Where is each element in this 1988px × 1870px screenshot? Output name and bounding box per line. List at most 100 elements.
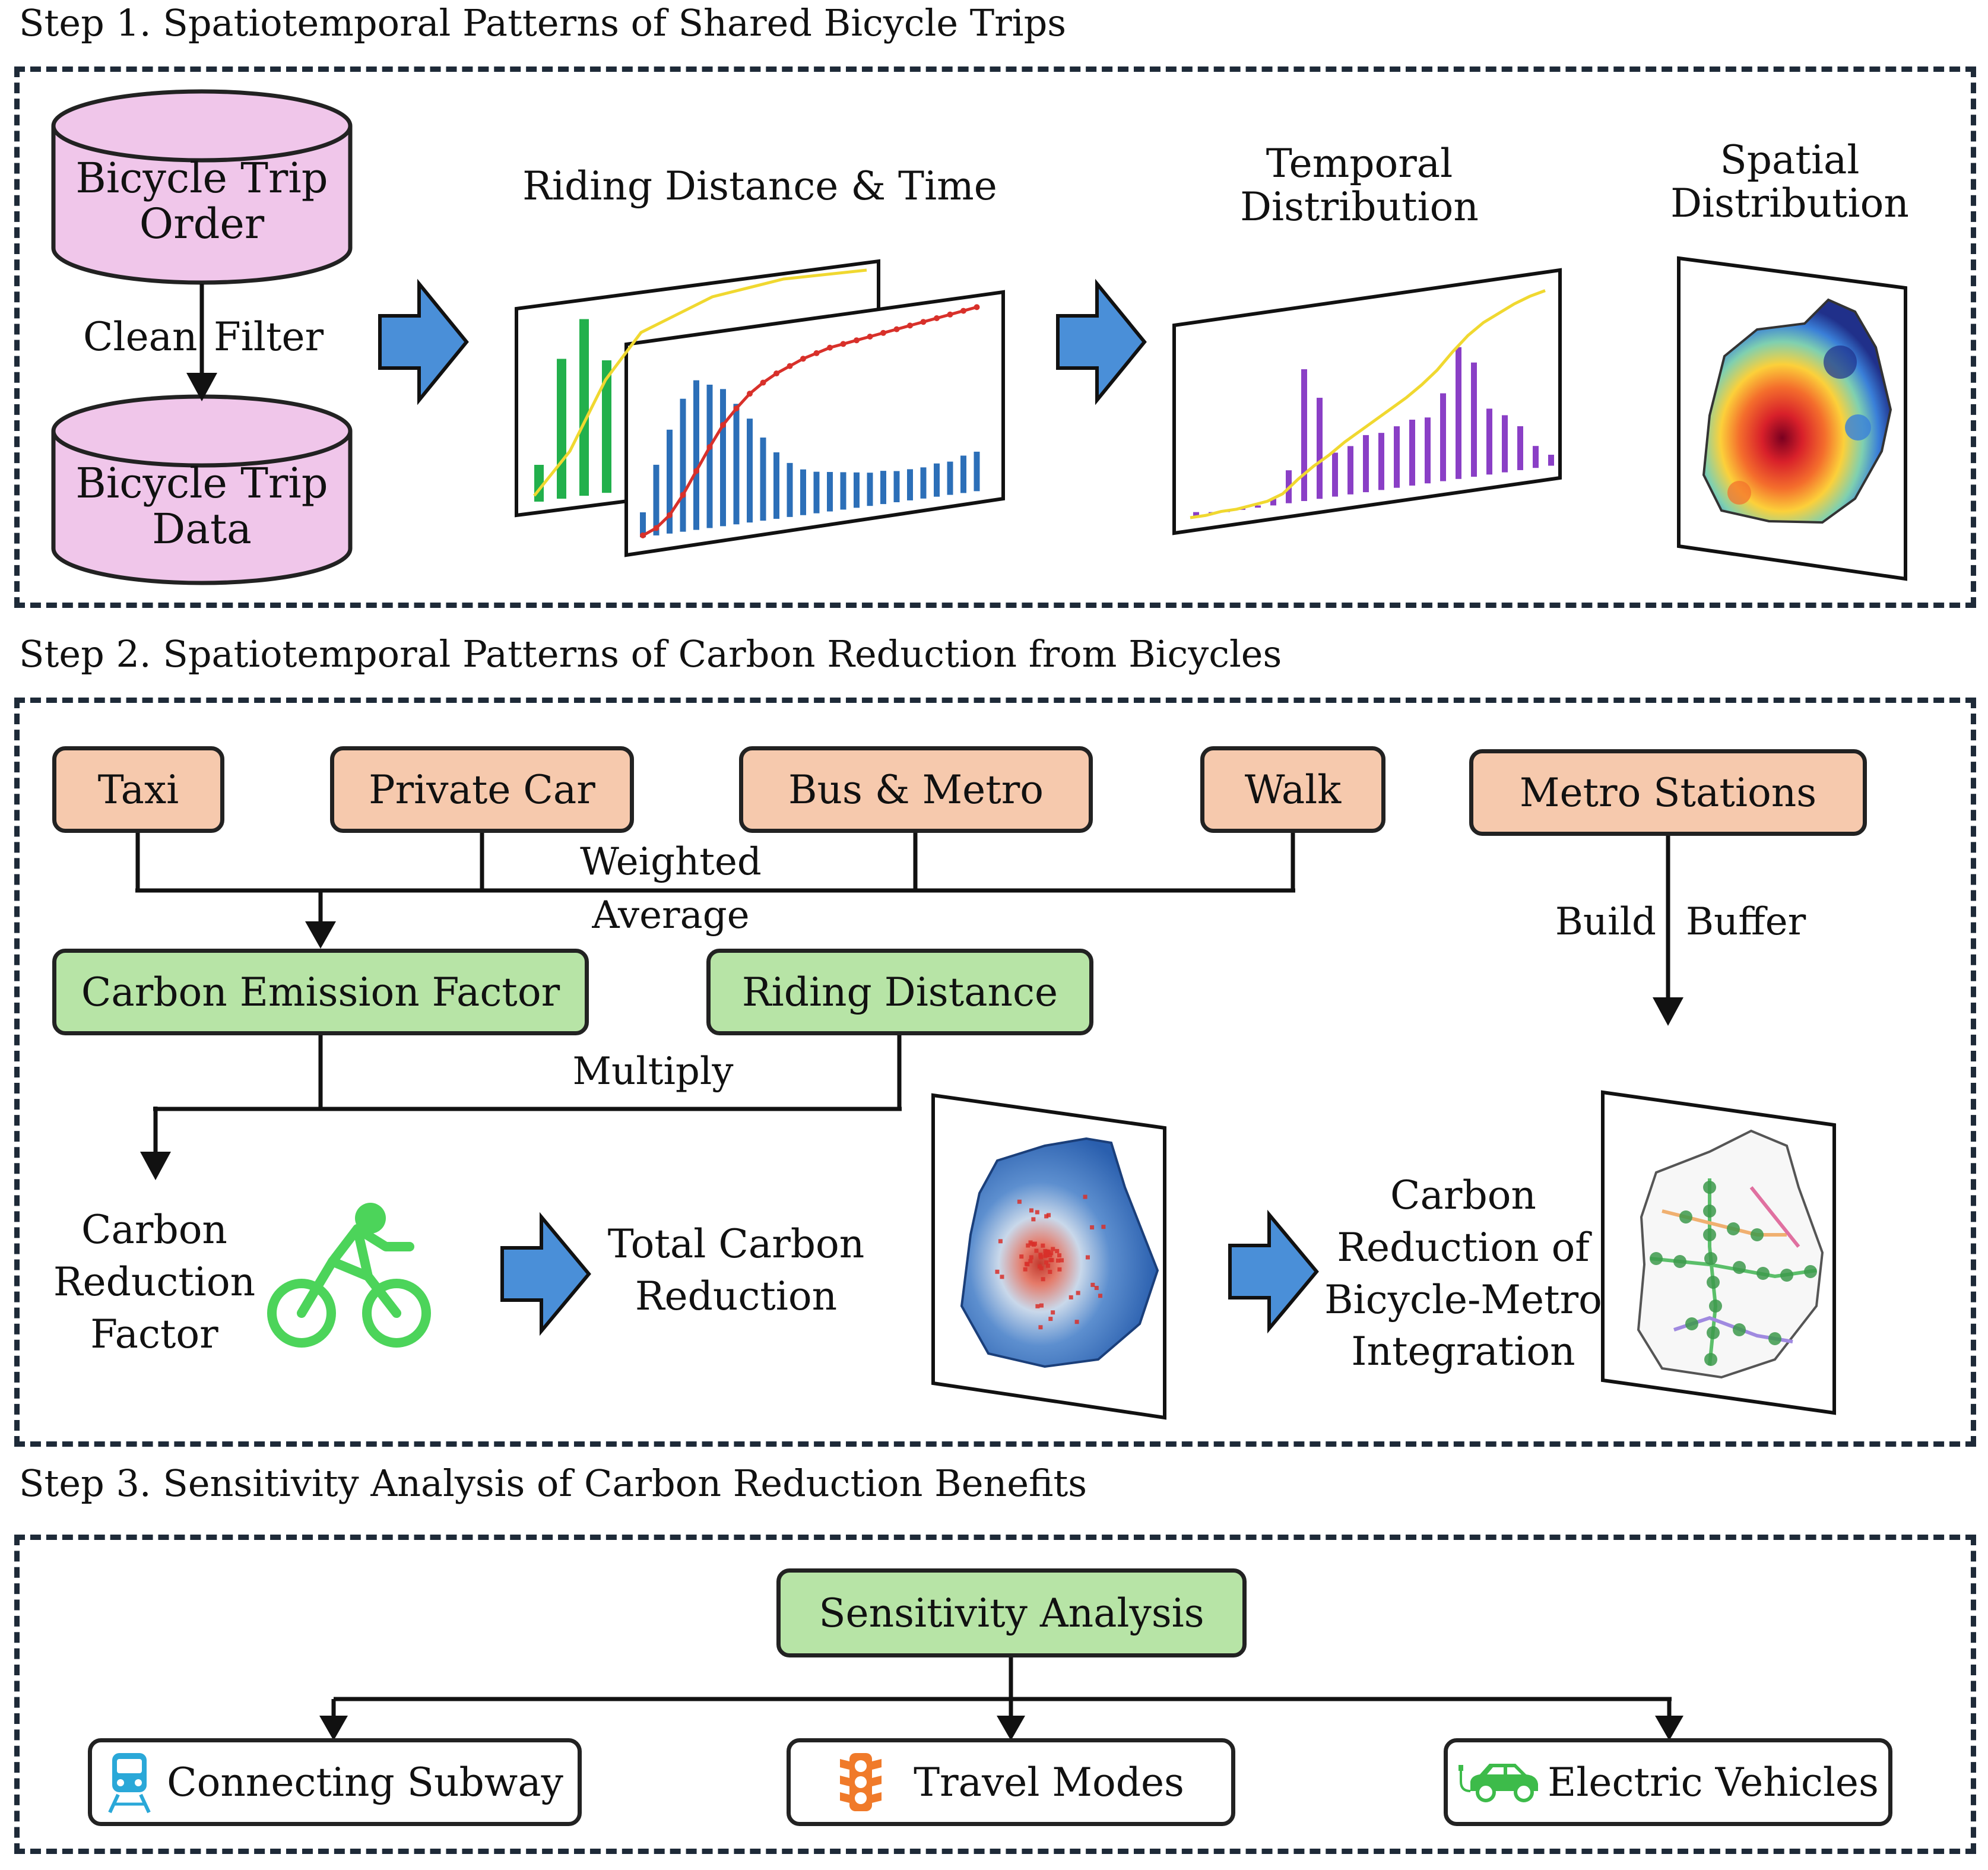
hotspot-cell	[1101, 1225, 1106, 1229]
metro-station	[1679, 1210, 1692, 1224]
hotspot-cell	[1035, 1210, 1039, 1215]
metro-station	[1673, 1255, 1686, 1268]
cumulative-point	[840, 341, 846, 347]
connecting-subway-label: Connecting Subway	[167, 1759, 563, 1805]
hotspot-cell	[1038, 1254, 1043, 1259]
total-carbon-reduction-label: Total Carbon Reduction	[607, 1221, 865, 1319]
blue-bar	[907, 469, 913, 500]
blue-bar	[720, 389, 726, 527]
blue-bar	[840, 472, 846, 510]
hotspot-cell	[1098, 1294, 1103, 1298]
hotspot-cell	[1045, 1263, 1050, 1268]
metro-station	[1709, 1300, 1722, 1313]
hotspot-cell	[1044, 1251, 1048, 1256]
blue-bar	[733, 404, 740, 525]
cumulative-point	[880, 329, 886, 336]
electric-vehicles-label: Electric Vehicles	[1548, 1759, 1879, 1805]
flow-arrow-1	[378, 278, 469, 405]
cumulative-point	[867, 334, 873, 340]
hotspot-cell	[1055, 1248, 1060, 1253]
purple-bar	[1548, 454, 1554, 466]
hotspot-cell	[1047, 1213, 1051, 1218]
metro-station	[1751, 1228, 1764, 1241]
carbon-reduction-factor-label: Carbon Reduction Factor	[53, 1207, 256, 1357]
connecting-subway-box: Connecting Subway	[88, 1738, 582, 1826]
cumulative-point	[854, 337, 860, 344]
cumulative-point	[934, 315, 940, 321]
cumulative-point	[920, 319, 927, 325]
purple-bar	[1486, 408, 1492, 475]
cumulative-point	[640, 532, 646, 538]
metro-station	[1733, 1323, 1746, 1336]
hotspot-cell	[1034, 1248, 1039, 1253]
hotspot-cell	[1029, 1255, 1033, 1260]
spatial-distribution-title: Spatial Distribution	[1670, 137, 1909, 226]
database-order-icon	[51, 89, 353, 285]
hotspot-cell	[1039, 1303, 1044, 1308]
hotspot-cell	[1090, 1282, 1095, 1287]
purple-bar	[1409, 419, 1415, 486]
purple-bar	[1471, 362, 1477, 477]
hotspot-cell	[1000, 1275, 1004, 1279]
weighted-average-label: Weighted Average	[580, 840, 762, 937]
flow-arrow-4	[1228, 1209, 1319, 1334]
step3-title: Step 3. Sensitivity Analysis of Carbon R…	[19, 1462, 1087, 1505]
hotspot-cell	[1038, 1325, 1043, 1330]
hotspot-cell	[1029, 1208, 1034, 1213]
blue-bar	[867, 473, 873, 506]
rider-head	[355, 1203, 386, 1234]
bicycle-rider-icon	[267, 1224, 431, 1348]
hotspot-cell	[1056, 1258, 1061, 1263]
blue-bar	[706, 384, 713, 528]
riding-distance-box: Riding Distance	[706, 949, 1093, 1035]
buffer-arrowhead	[1653, 997, 1683, 1026]
metro-station	[1704, 1252, 1717, 1265]
purple-bar	[1193, 512, 1199, 516]
multiply-label: Multiply	[572, 1050, 734, 1094]
purple-bar	[1425, 417, 1431, 484]
blue-bar	[947, 461, 953, 495]
branch-arrowhead-3	[1655, 1716, 1683, 1741]
purple-bar	[1456, 347, 1461, 479]
hotspot-cell	[1048, 1253, 1052, 1258]
step2-title: Step 2. Spatiotemporal Patterns of Carbo…	[19, 632, 1282, 676]
cumulative-point	[800, 356, 806, 362]
riding-distance-label: Riding Distance	[741, 969, 1058, 1015]
step2-panel	[14, 698, 1976, 1447]
cumulative-point	[693, 468, 699, 474]
walk-label: Walk	[1244, 766, 1342, 813]
hotspot-cell	[1035, 1304, 1040, 1308]
red-cumulative-points	[640, 304, 980, 538]
hotspot-cell	[1074, 1320, 1079, 1324]
cumulative-point	[893, 326, 900, 332]
multiply-connector	[153, 1034, 902, 1155]
cumulative-point	[680, 492, 686, 498]
private-car-label: Private Car	[369, 766, 595, 813]
cumulative-point	[947, 311, 953, 318]
blue-bar	[920, 467, 927, 499]
cumulative-point	[733, 405, 740, 411]
metro-station	[1703, 1228, 1716, 1241]
bus-metro-box: Bus & Metro	[739, 746, 1093, 833]
hotspot-cell	[1023, 1267, 1028, 1272]
multiply-arrowhead	[140, 1152, 171, 1180]
db-data-label: Bicycle Trip Data	[75, 459, 328, 553]
hotspot-cell	[1085, 1255, 1090, 1260]
flow-arrow-3	[500, 1212, 591, 1336]
hotspot-cell	[1043, 1254, 1048, 1259]
blue-bar	[813, 471, 820, 514]
metro-stations-box: Metro Stations	[1469, 749, 1867, 836]
cumulative-point	[960, 308, 966, 314]
branch-arrowhead-2	[997, 1716, 1025, 1741]
weighted-average-connector	[135, 831, 1295, 926]
hotspot-cell	[995, 1269, 1000, 1274]
hotspot-cell	[1048, 1258, 1053, 1263]
cumulative-point	[907, 322, 913, 329]
blue-bar	[747, 419, 753, 523]
yellow-cumulative-line	[533, 268, 867, 497]
step1-title: Step 1. Spatiotemporal Patterns of Share…	[19, 1, 1067, 45]
metro-station	[1703, 1205, 1716, 1218]
hotspot-cell	[1031, 1217, 1036, 1222]
electric-vehicles-box: Electric Vehicles	[1444, 1738, 1892, 1826]
purple-bar	[1270, 499, 1276, 506]
